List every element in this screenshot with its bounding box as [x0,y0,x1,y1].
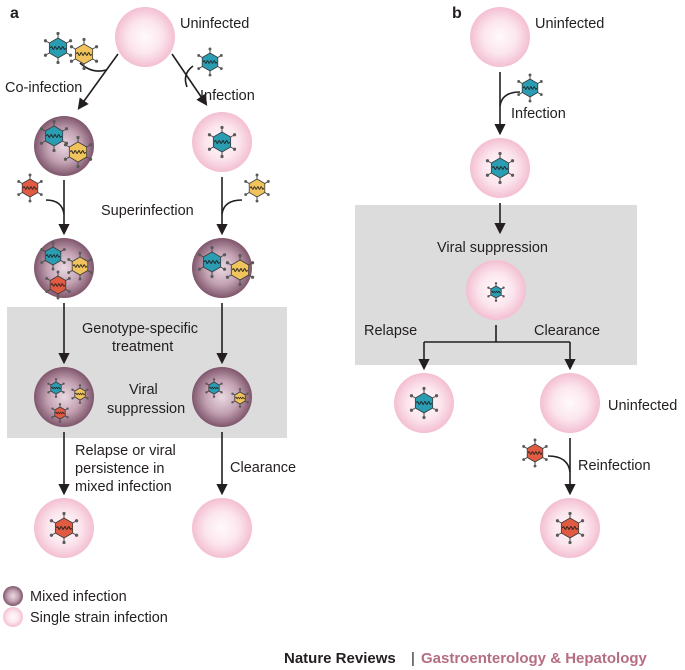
label-a-suppression-line2: suppression [107,401,185,417]
arrow-coinfection [77,53,119,110]
cell-a-cleared [192,498,252,558]
virus-b-suppressed-blue [487,282,505,302]
virus-mixed-red [45,270,71,300]
arrow-infection-join [184,65,194,88]
virus-mixed-yellow [67,251,93,281]
label-relapse-line3: mixed infection [75,479,172,495]
virus-super-yellow [244,173,270,203]
label-coinfection: Co-infection [5,80,82,96]
panel-b-letter: b [452,5,462,22]
legend-mixed-label: Mixed infection [30,589,127,605]
arrow-coinfection-join [79,62,107,72]
virus-coinfection-blue [43,31,73,65]
label-a-infection: Infection [200,88,255,104]
arrow-b-infection-join [499,91,521,107]
arrow-superinfection-right-join [221,199,243,215]
footer-brand: Nature Reviews [284,650,396,667]
label-b-infection: Infection [511,106,566,122]
label-relapse-line1: Relapse or viral [75,443,176,459]
label-a-uninfected: Uninfected [180,16,249,32]
virus-suppressed-yellow [71,384,89,404]
virus-suppressed-red [51,403,69,423]
virus-coinfected-blue [39,119,69,153]
panel-a-letter: a [10,5,19,22]
virus-coinfected-yellow [63,135,93,169]
footer-journal: Gastroenterology & Hepatology [421,650,648,667]
legend-mixed-swatch [3,586,23,606]
arrow-b-reinfection-join [547,455,571,473]
cell-b-uninfected-bottom [540,373,600,433]
virus-suppressed-blue [47,378,65,398]
cell-a-suppressed-left [34,367,94,427]
cell-b-uninfected [470,7,530,67]
virus-b-infected-blue [485,151,515,185]
label-b-clearance: Clearance [534,323,600,339]
label-b-suppression: Viral suppression [437,240,548,256]
label-b-reinfection: Reinfection [578,458,651,474]
virus-b-relapse-blue [409,386,439,420]
virus-super-red [17,173,43,203]
label-treatment-line1: Genotype-specific [82,321,198,337]
label-superinfection: Superinfection [101,203,194,219]
arrow-superinfection-left-join [45,199,65,215]
label-b-uninfected-top: Uninfected [535,16,604,32]
virus-b-reinfection-red [522,438,548,468]
virus-mixed-blue [40,241,66,271]
virus-suppressed2-yellow [231,388,249,408]
virus-infected-blue [207,125,237,159]
label-b-uninfected-bottom: Uninfected [608,398,677,414]
virus-relapse-red [49,511,79,545]
label-b-relapse: Relapse [364,323,417,339]
legend-single-swatch [3,607,23,627]
virus-suppressed2-blue [205,378,223,398]
footer-separator: | [411,650,415,667]
cell-a-uninfected [115,7,175,67]
virus-layer [17,31,585,545]
arrow-infection [171,53,208,106]
label-treatment-line2: treatment [112,339,173,355]
label-a-suppression-line1: Viral [129,382,158,398]
legend-single-label: Single strain infection [30,610,168,626]
virus-b-infection-blue [517,73,543,103]
virus-coinfection-yellow [69,37,99,71]
virus-b-reinfected-red [555,511,585,545]
virus-infection-blue [197,47,223,77]
virus-mixed2-yellow [225,253,255,287]
arrow-b-branch [424,325,570,343]
virus-mixed2-blue [197,245,227,279]
label-relapse-line2: persistence in [75,461,164,477]
cell-a-suppressed-right [192,367,252,427]
label-a-clearance: Clearance [230,460,296,476]
